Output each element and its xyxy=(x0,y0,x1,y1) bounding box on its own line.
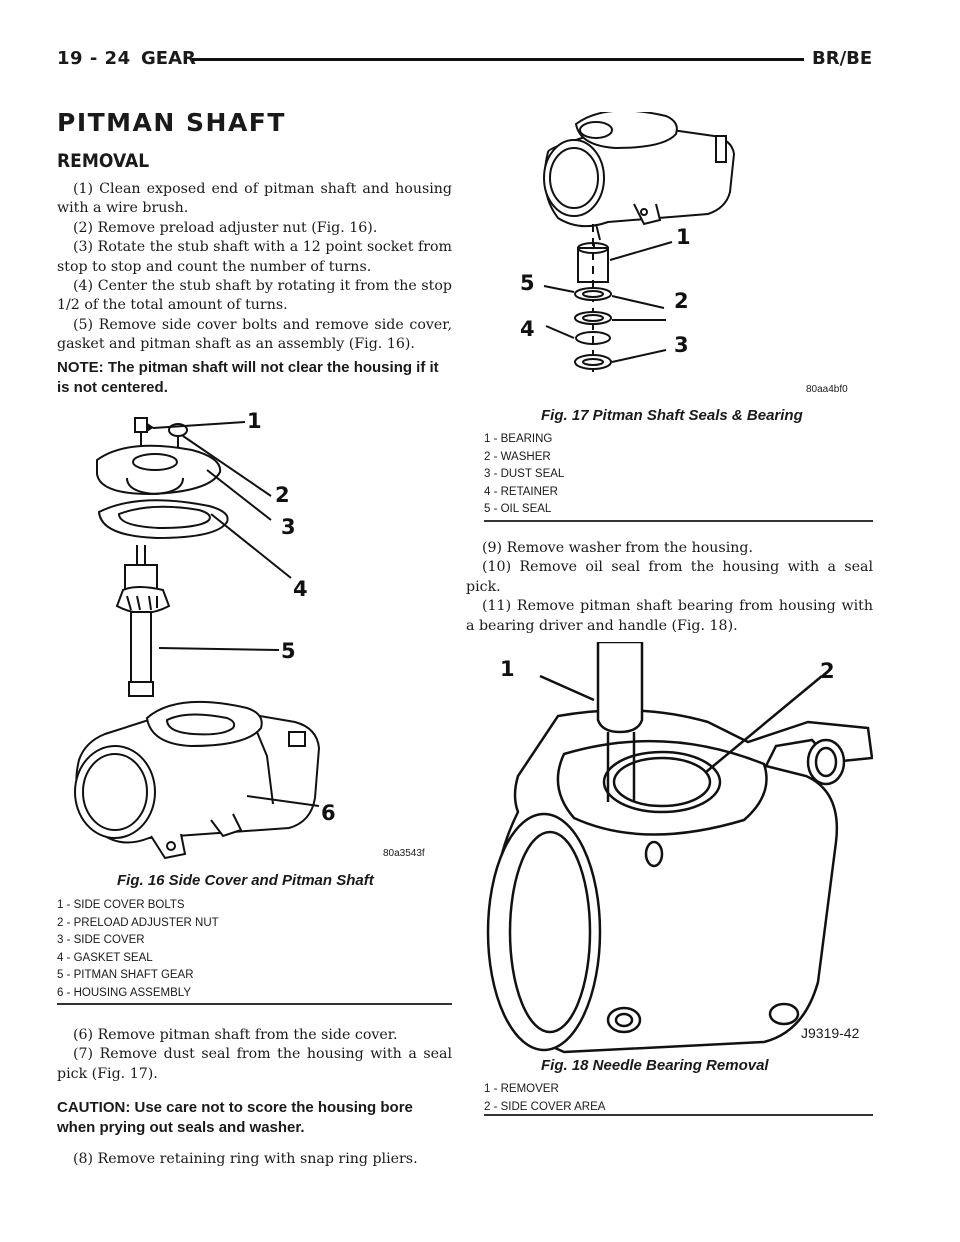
fig18-illustration: 1 2 xyxy=(486,642,873,1054)
steps-right: (9) Remove washer from the housing. (10)… xyxy=(466,539,873,636)
step-11: (11) Remove pitman shaft bearing from ho… xyxy=(466,597,873,636)
legend-item: 5 - OIL SEAL xyxy=(484,503,552,515)
fig16-caption: Fig. 16 Side Cover and Pitman Shaft xyxy=(117,872,374,889)
step-text: (7) Remove dust seal from the housing wi… xyxy=(57,1046,452,1082)
legend-item: 1 - REMOVER xyxy=(484,1083,559,1095)
fig17-legend: 1 - BEARING 2 - WASHER 3 - DUST SEAL 4 -… xyxy=(484,431,564,519)
step-text: (4) Center the stub shaft by rotating it… xyxy=(57,278,452,314)
step-2: (2) Remove preload adjuster nut (Fig. 16… xyxy=(57,219,452,238)
step-text: (10) Remove oil seal from the housing wi… xyxy=(466,559,873,595)
note-block: NOTE: The pitman shaft will not clear th… xyxy=(57,358,452,398)
step-9: (9) Remove washer from the housing. xyxy=(466,539,873,558)
legend-item: 3 - SIDE COVER xyxy=(57,934,145,946)
step-text: (6) Remove pitman shaft from the side co… xyxy=(73,1027,398,1043)
fig18-code: J9319-42 xyxy=(801,1025,860,1041)
fig17-callout-1: 1 xyxy=(676,225,691,249)
step-7: (7) Remove dust seal from the housing wi… xyxy=(57,1045,452,1084)
fig17-code: 80aa4bf0 xyxy=(806,384,848,395)
step-text: (1) Clean exposed end of pitman shaft an… xyxy=(57,181,452,217)
fig18-callout-2: 2 xyxy=(820,659,835,683)
step-text: (3) Rotate the stub shaft with a 12 poin… xyxy=(57,239,452,275)
fig18-rule xyxy=(484,1114,873,1116)
fig16-callout-3: 3 xyxy=(281,515,296,539)
step-1: (1) Clean exposed end of pitman shaft an… xyxy=(57,180,452,219)
section-name: GEAR xyxy=(141,48,196,69)
fig16-legend: 1 - SIDE COVER BOLTS 2 - PRELOAD ADJUSTE… xyxy=(57,897,452,1002)
step-8: (8) Remove retaining ring with snap ring… xyxy=(57,1150,452,1169)
step-3: (3) Rotate the stub shaft with a 12 poin… xyxy=(57,238,452,277)
fig17-callout-5: 5 xyxy=(520,271,535,295)
section-subtitle: REMOVAL xyxy=(57,150,150,172)
legend-item: 1 - BEARING xyxy=(484,433,553,445)
fig17-callout-4: 4 xyxy=(520,317,535,341)
fig18-caption: Fig. 18 Needle Bearing Removal xyxy=(541,1057,769,1074)
step-text: (2) Remove preload adjuster nut (Fig. 16… xyxy=(73,219,378,236)
fig17-illustration: 1 2 3 4 5 xyxy=(520,112,736,374)
steps-left-3: (8) Remove retaining ring with snap ring… xyxy=(57,1150,452,1169)
page-title: PITMAN SHAFT xyxy=(57,108,286,137)
page-number: 19 - 24 xyxy=(57,48,131,69)
legend-item: 2 - PRELOAD ADJUSTER NUT xyxy=(57,916,219,929)
fig18-legend: 1 - REMOVER 2 - SIDE COVER AREA xyxy=(484,1081,605,1116)
fig17-rule xyxy=(484,520,873,522)
fig18-callout-1: 1 xyxy=(500,657,515,681)
step-text: (8) Remove retaining ring with snap ring… xyxy=(73,1151,418,1167)
fig16-callout-1: 1 xyxy=(247,409,262,433)
model-code: BR/BE xyxy=(812,48,873,69)
fig16-illustration: 1 2 3 4 5 6 xyxy=(74,409,336,860)
fig16-code: 80a3543f xyxy=(383,848,425,859)
note-text: NOTE: The pitman shaft will not clear th… xyxy=(57,359,439,396)
step-5: (5) Remove side cover bolts and remove s… xyxy=(57,316,452,355)
fig16-callout-6: 6 xyxy=(321,801,336,825)
legend-item: 6 - HOUSING ASSEMBLY xyxy=(57,986,191,999)
header-rule xyxy=(192,58,804,61)
fig16-callout-2: 2 xyxy=(275,483,290,507)
legend-item: 3 - DUST SEAL xyxy=(484,468,565,480)
legend-item: 1 - SIDE COVER BOLTS xyxy=(57,899,185,911)
caution-text: CAUTION: Use care not to score the housi… xyxy=(57,1099,413,1136)
legend-item: 2 - SIDE COVER AREA xyxy=(484,1100,606,1113)
fig16-callout-5: 5 xyxy=(281,639,296,663)
legend-item: 5 - PITMAN SHAFT GEAR xyxy=(57,969,194,981)
fig17-callout-3: 3 xyxy=(674,333,689,357)
step-text: (11) Remove pitman shaft bearing from ho… xyxy=(466,598,873,634)
steps-left: (1) Clean exposed end of pitman shaft an… xyxy=(57,180,452,355)
step-text: (5) Remove side cover bolts and remove s… xyxy=(57,316,452,353)
step-4: (4) Center the stub shaft by rotating it… xyxy=(57,277,452,316)
fig16-callout-4: 4 xyxy=(293,577,308,601)
legend-item: 2 - WASHER xyxy=(484,450,551,463)
fig16-rule xyxy=(57,1003,452,1005)
steps-left-2: (6) Remove pitman shaft from the side co… xyxy=(57,1026,452,1084)
fig17-callout-2: 2 xyxy=(674,289,689,313)
step-6: (6) Remove pitman shaft from the side co… xyxy=(57,1026,452,1045)
step-text: (9) Remove washer from the housing. xyxy=(482,540,753,556)
caution-block: CAUTION: Use care not to score the housi… xyxy=(57,1098,452,1138)
step-10: (10) Remove oil seal from the housing wi… xyxy=(466,558,873,597)
legend-item: 4 - RETAINER xyxy=(484,485,558,498)
legend-item: 4 - GASKET SEAL xyxy=(57,951,153,964)
fig17-caption: Fig. 17 Pitman Shaft Seals & Bearing xyxy=(541,407,803,424)
